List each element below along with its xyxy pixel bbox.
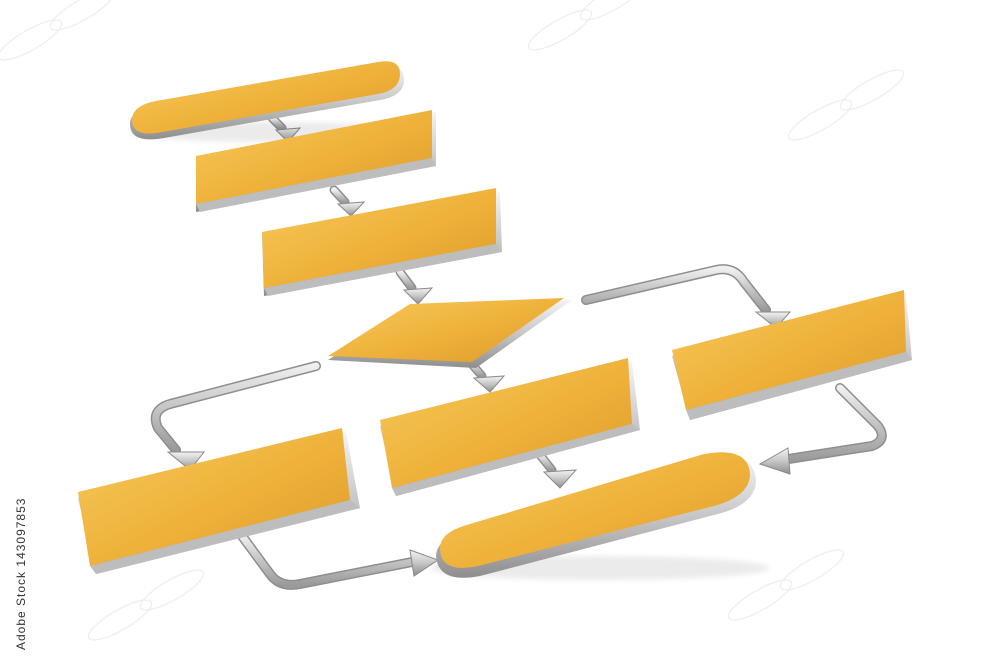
stock-id-number: 143097853 <box>14 497 28 567</box>
stock-id-label: Adobe Stock 143097853 <box>14 430 28 650</box>
process-box-1 <box>196 110 436 212</box>
connector-process-1-to-process-2 <box>329 185 366 217</box>
connector-decision-to-process-right <box>581 264 792 329</box>
nodes <box>78 61 912 580</box>
watermark-pattern <box>0 0 905 641</box>
connector-process-center-to-end <box>535 450 578 489</box>
process-box-right <box>672 290 912 420</box>
process-box-2 <box>262 188 502 296</box>
process-box-center <box>380 358 640 496</box>
connector-process-right-to-end <box>758 383 887 475</box>
connector-decision-to-process-left <box>150 361 321 471</box>
end-terminator <box>430 452 770 580</box>
process-box-left <box>78 428 360 574</box>
stock-id-prefix: Adobe Stock <box>14 570 28 650</box>
decision-parallelogram <box>328 298 572 368</box>
connector-process-left-to-end <box>237 531 440 590</box>
connector-process-2-to-decision <box>395 267 434 305</box>
